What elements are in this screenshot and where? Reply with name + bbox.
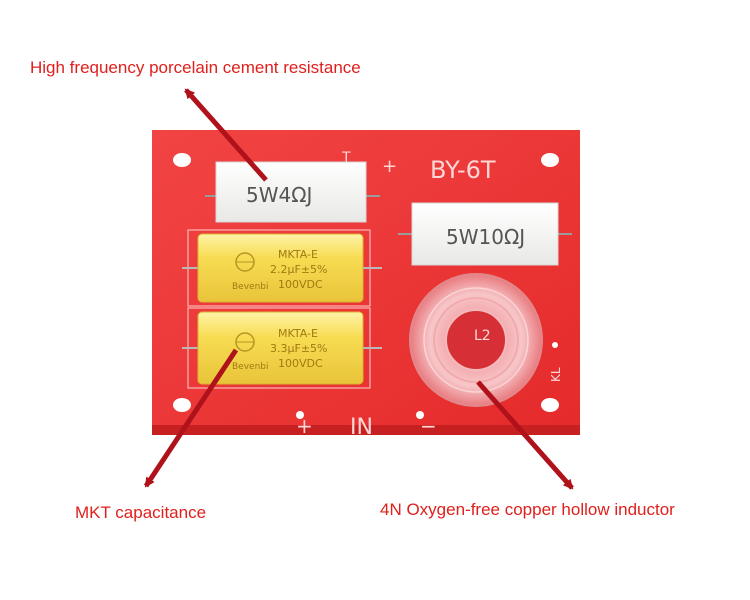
inductor-label: L2 bbox=[474, 328, 491, 344]
cap-2-model: MKTA-E bbox=[278, 327, 318, 340]
cap-1-model: MKTA-E bbox=[278, 248, 318, 261]
model-label: BY-6T bbox=[430, 156, 496, 184]
cap-2-voltage: 100VDC bbox=[278, 357, 323, 370]
inductor-callout: 4N Oxygen-free copper hollow inductor bbox=[380, 500, 675, 519]
maker-mark: KL bbox=[549, 367, 563, 382]
mounting-hole bbox=[541, 398, 559, 412]
resistance-callout: High frequency porcelain cement resistan… bbox=[30, 58, 361, 77]
capacitor-2: Bevenbi MKTA-E 3.3μF±5% 100VDC bbox=[182, 307, 382, 389]
plus-bottom: + bbox=[296, 414, 313, 438]
cap-1-voltage: 100VDC bbox=[278, 278, 323, 291]
cap-1-value: 2.2μF±5% bbox=[270, 263, 328, 276]
inductor-arrow bbox=[476, 380, 574, 490]
resistor-5w10: 5W10ΩJ bbox=[398, 202, 572, 266]
minus-bottom: − bbox=[420, 414, 437, 438]
mounting-hole bbox=[541, 153, 559, 167]
cap-2-value: 3.3μF±5% bbox=[270, 342, 328, 355]
mounting-hole bbox=[173, 398, 191, 412]
resistor-2-label: 5W10ΩJ bbox=[446, 225, 525, 249]
cap-2-brand: Bevenbi bbox=[232, 362, 269, 372]
resistance-arrow bbox=[184, 88, 268, 182]
capacitance-callout: MKT capacitance bbox=[75, 503, 207, 522]
resistor-5w4: 5W4ΩJ bbox=[205, 161, 380, 223]
resistor-1-label: 5W4ΩJ bbox=[246, 183, 312, 207]
t-mark: T bbox=[341, 150, 351, 166]
inductor-coil: L2 bbox=[409, 273, 543, 407]
capacitance-arrow bbox=[143, 348, 239, 488]
input-label: IN bbox=[350, 415, 373, 440]
mounting-hole bbox=[173, 153, 191, 167]
cap-1-brand: Bevenbi bbox=[232, 282, 269, 292]
plus-top: + bbox=[382, 156, 397, 177]
capacitor-1: Bevenbi MKTA-E 2.2μF±5% 100VDC bbox=[182, 229, 382, 307]
